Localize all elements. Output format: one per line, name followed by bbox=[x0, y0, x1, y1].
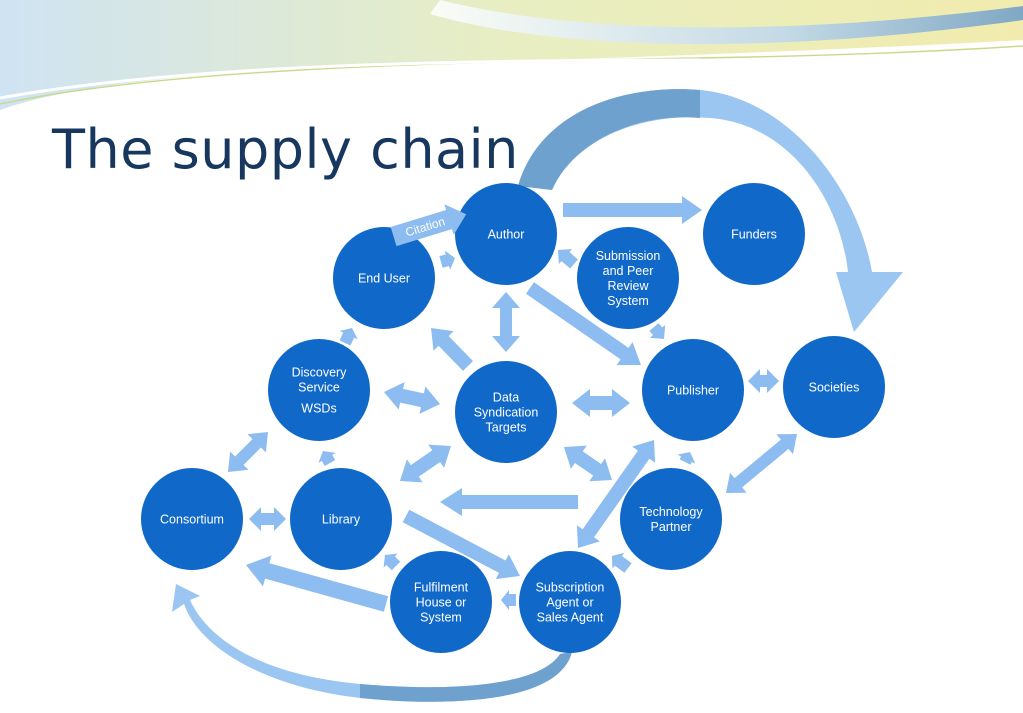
arrow-library-to-discovery bbox=[318, 450, 336, 467]
node-consortium-label: Consortium bbox=[160, 513, 224, 527]
node-consortium-circle bbox=[141, 468, 243, 570]
node-subscription-agent-circle bbox=[519, 551, 621, 653]
arrow-agent-publisher bbox=[576, 439, 656, 548]
arrow-data-syndication-technology bbox=[564, 445, 612, 482]
node-data-syndication-circle bbox=[455, 361, 557, 463]
node-subscription-agent-label: Agent or bbox=[546, 596, 593, 610]
curved-arrow-author-to-societies bbox=[518, 89, 903, 332]
arrow-publisher-societies bbox=[748, 369, 779, 393]
node-funders-label: Funders bbox=[731, 228, 777, 242]
arrow-discovery-consortium bbox=[227, 432, 268, 473]
node-fulfilment-house-label: Fulfilment bbox=[414, 581, 469, 595]
arrow-library-to-agent bbox=[402, 509, 520, 580]
node-end-user: End User bbox=[333, 227, 435, 329]
arrow-discovery-to-end-user bbox=[339, 327, 358, 346]
node-discovery-service-label: Service bbox=[298, 381, 340, 395]
node-publisher: Publisher bbox=[642, 339, 744, 441]
node-fulfilment-house-label: System bbox=[420, 611, 462, 625]
node-library-label: Library bbox=[322, 513, 361, 527]
node-subscription-agent-label: Subscription bbox=[536, 581, 605, 595]
header-swoosh bbox=[0, 0, 1023, 110]
node-discovery-service-label: WSDs bbox=[301, 402, 336, 416]
node-technology-partner-circle bbox=[620, 468, 722, 570]
node-end-user-circle bbox=[333, 227, 435, 329]
node-submission-peer-review-label: Submission bbox=[596, 249, 661, 263]
arrow-technology-to-agent bbox=[612, 552, 632, 573]
node-societies: Societies bbox=[783, 336, 885, 438]
node-fulfilment-house-label: House or bbox=[416, 596, 467, 610]
node-consortium: Consortium bbox=[141, 468, 243, 570]
arrow-fulfilment-to-consortium bbox=[246, 555, 389, 612]
node-funders-circle bbox=[703, 183, 805, 285]
arrow-consortium-library bbox=[249, 507, 286, 531]
arrow-data-syndication-publisher bbox=[572, 389, 630, 417]
arrow-fulfilment-to-library bbox=[383, 553, 401, 571]
arrow-agent-to-library bbox=[440, 488, 578, 516]
connection-arrows bbox=[227, 196, 797, 612]
node-subscription-agent-label: Sales Agent bbox=[537, 611, 604, 625]
node-submission-peer-review-label: Review bbox=[608, 279, 650, 293]
arrow-author-to-funders bbox=[563, 196, 702, 224]
node-library-circle bbox=[290, 468, 392, 570]
node-submission-peer-review-label: and Peer bbox=[603, 264, 654, 278]
arrow-data-syndication-to-end-user bbox=[431, 328, 474, 371]
arrow-discovery-data-syndication bbox=[384, 382, 441, 414]
node-publisher-circle bbox=[642, 339, 744, 441]
arrow-author-to-publisher bbox=[526, 282, 642, 366]
node-technology-partner-label: Technology bbox=[639, 505, 703, 519]
node-author: Author bbox=[455, 183, 557, 285]
arrow-end-user-to-author bbox=[439, 250, 456, 270]
node-data-syndication-label: Data bbox=[493, 391, 519, 405]
node-data-syndication-label: Targets bbox=[486, 421, 527, 435]
node-societies-circle bbox=[783, 336, 885, 438]
node-publisher-label: Publisher bbox=[667, 384, 719, 398]
node-data-syndication-label: Syndication bbox=[474, 406, 539, 420]
node-author-label: Author bbox=[488, 228, 525, 242]
node-societies-label: Societies bbox=[809, 381, 860, 395]
arrow-submission-to-publisher bbox=[649, 323, 666, 339]
curved-arrow-agent-to-consortium bbox=[172, 584, 572, 702]
node-discovery-service-circle bbox=[268, 339, 370, 441]
node-submission-peer-review-label: System bbox=[607, 294, 649, 308]
node-library: Library bbox=[290, 468, 392, 570]
arrow-data-syndication-library bbox=[399, 444, 451, 483]
node-end-user-label: End User bbox=[358, 272, 410, 286]
node-fulfilment-house-circle bbox=[390, 551, 492, 653]
slide-title: The supply chain bbox=[52, 118, 519, 181]
arrow-submission-to-author bbox=[557, 249, 578, 269]
arrow-societies-technology bbox=[726, 434, 797, 493]
arrow-agent-to-fulfilment bbox=[501, 590, 516, 610]
arrow-author-data-syndication bbox=[492, 292, 520, 352]
node-funders: Funders bbox=[703, 183, 805, 285]
node-author-circle bbox=[455, 183, 557, 285]
node-submission-peer-review-circle bbox=[577, 227, 679, 329]
arrow-technology-to-publisher bbox=[677, 451, 696, 465]
node-discovery-service-label: Discovery bbox=[292, 366, 348, 380]
node-technology-partner-label: Partner bbox=[651, 520, 692, 534]
